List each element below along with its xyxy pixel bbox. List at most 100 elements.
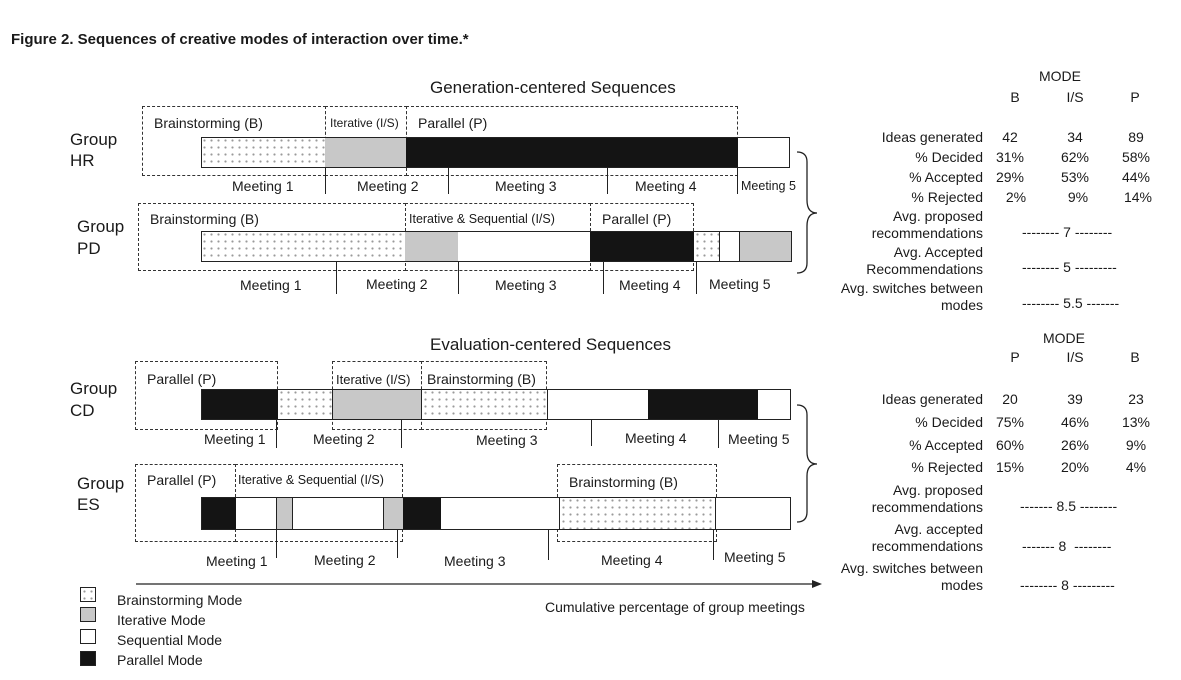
es-iterative-label: Iterative & Sequential (I/S) (238, 473, 384, 487)
gen-cell: 9% (1067, 189, 1089, 205)
gen-cell: 29% (995, 169, 1025, 185)
eval-cell: 26% (1060, 437, 1090, 453)
gen-cell: 42 (1002, 129, 1018, 145)
pd-sequential-segment-2 (720, 231, 739, 262)
es-meeting-3: Meeting 3 (444, 553, 506, 569)
es-meeting-divider (397, 530, 398, 558)
eval-cell: 20% (1060, 459, 1090, 475)
pd-iterative-label: Iterative & Sequential (I/S) (409, 212, 555, 226)
gen-cell: 58% (1121, 149, 1151, 165)
cd-meeting-1: Meeting 1 (204, 431, 266, 447)
hr-brainstorming-label: Brainstorming (B) (154, 115, 263, 131)
es-meeting-4: Meeting 4 (601, 552, 663, 568)
eval-summary-value: ------- 8.5 -------- (1020, 498, 1118, 514)
cd-meeting-2: Meeting 2 (313, 431, 375, 447)
eval-cell: 9% (1125, 437, 1147, 453)
es-parallel-segment (201, 497, 236, 530)
pd-meeting-divider (603, 262, 604, 294)
pd-parallel-label: Parallel (P) (602, 211, 672, 227)
pd-brainstorming-label: Brainstorming (B) (150, 211, 259, 227)
gen-cell: 44% (1121, 169, 1151, 185)
eval-cell: 75% (995, 414, 1025, 430)
gen-col-p: P (1130, 89, 1140, 105)
pd-iterative-segment (405, 231, 458, 262)
eval-col-is: I/S (1066, 349, 1084, 365)
es-iterative-segment (276, 497, 293, 530)
pd-meeting-divider (696, 262, 697, 294)
gen-summary-label: Avg. Accepted (893, 244, 983, 260)
cd-meeting-4: Meeting 4 (625, 430, 687, 446)
gen-mode-header: MODE (1039, 68, 1081, 84)
gen-summary-value: -------- 5.5 ------- (1022, 295, 1120, 311)
cd-sequential-segment-2 (758, 389, 790, 420)
gen-row-label: % Accepted (909, 169, 983, 185)
hr-meeting-2: Meeting 2 (357, 178, 419, 194)
cd-sequential-segment (547, 389, 648, 420)
eval-summary-label: Avg. proposed (892, 482, 983, 498)
gen-summary-label: Avg. switches between (840, 280, 983, 296)
hr-meeting-5: Meeting 5 (741, 179, 796, 193)
eval-summary-value: -------- 8 --------- (1020, 577, 1115, 593)
gen-cell: 31% (995, 149, 1025, 165)
eval-cell: 60% (995, 437, 1025, 453)
legend-swatch-parallel (80, 651, 96, 666)
hr-meeting-divider (607, 168, 608, 194)
es-meeting-divider (713, 530, 714, 560)
eval-cell: 4% (1125, 459, 1147, 475)
es-iterative-segment-2 (383, 497, 403, 530)
es-sequential-segment-4 (715, 497, 791, 530)
group-cd-label-1: Group (70, 379, 118, 398)
cd-brainstorming-segment (278, 389, 332, 420)
hr-iterative-label: Iterative (I/S) (330, 116, 399, 130)
legend-swatch-iterative (80, 607, 96, 622)
pd-brainstorming-segment-2 (694, 231, 720, 262)
group-cd-label-2: CD (70, 401, 95, 420)
hr-parallel-segment (406, 137, 738, 168)
gen-cell: 89 (1128, 129, 1144, 145)
group-hr-label-2: HR (70, 151, 95, 170)
eval-cell: 23 (1128, 391, 1144, 407)
pd-meeting-2: Meeting 2 (366, 276, 428, 292)
es-meeting-1: Meeting 1 (206, 553, 268, 569)
es-parallel-label: Parallel (P) (147, 472, 217, 488)
pd-meeting-divider (458, 262, 459, 294)
eval-summary-label: Avg. accepted (894, 521, 983, 537)
pd-meeting-5: Meeting 5 (709, 276, 771, 292)
eval-cell: 46% (1060, 414, 1090, 430)
eval-col-b: B (1130, 349, 1140, 365)
group-es-label-1: Group (77, 474, 125, 493)
cd-meeting-divider (401, 420, 402, 448)
es-sequential-segment-3 (441, 497, 559, 530)
cd-iterative-label: Iterative (I/S) (336, 372, 411, 387)
gen-summary-value: -------- 5 --------- (1022, 259, 1117, 275)
gen-cell: 2% (1005, 189, 1027, 205)
pd-meeting-3: Meeting 3 (495, 277, 557, 293)
cd-parallel-segment (201, 389, 278, 420)
es-parallel-segment-2 (403, 497, 441, 530)
hr-parallel-label: Parallel (P) (418, 115, 488, 131)
es-meeting-2: Meeting 2 (314, 552, 376, 568)
legend-label-brainstorming: Brainstorming Mode (117, 592, 243, 608)
pd-sequential-segment (458, 231, 590, 262)
hr-meeting-1: Meeting 1 (232, 178, 294, 194)
eval-row-label: % Accepted (909, 437, 983, 453)
cd-meeting-3: Meeting 3 (476, 432, 538, 448)
eval-cell: 15% (995, 459, 1025, 475)
gen-summary-label: Recommendations (866, 261, 983, 277)
hr-meeting-divider (737, 168, 738, 194)
cd-meeting-divider (718, 420, 719, 448)
gen-row-label: % Rejected (911, 189, 983, 205)
eval-summary-label: modes (940, 577, 983, 593)
eval-col-p: P (1010, 349, 1020, 365)
evaluation-brace (796, 404, 818, 523)
gen-summary-label: modes (940, 297, 983, 313)
cd-brainstorming-label: Brainstorming (B) (427, 371, 536, 387)
hr-brainstorming-segment (201, 137, 325, 168)
gen-summary-label: Avg. proposed (892, 208, 983, 224)
gen-summary-label: recommendations (871, 225, 983, 241)
gen-row-label: Ideas generated (881, 129, 983, 145)
gen-col-b: B (1010, 89, 1020, 105)
es-sequential-segment-2 (293, 497, 383, 530)
hr-meeting-divider (448, 168, 449, 194)
group-hr-label-1: Group (70, 130, 118, 149)
